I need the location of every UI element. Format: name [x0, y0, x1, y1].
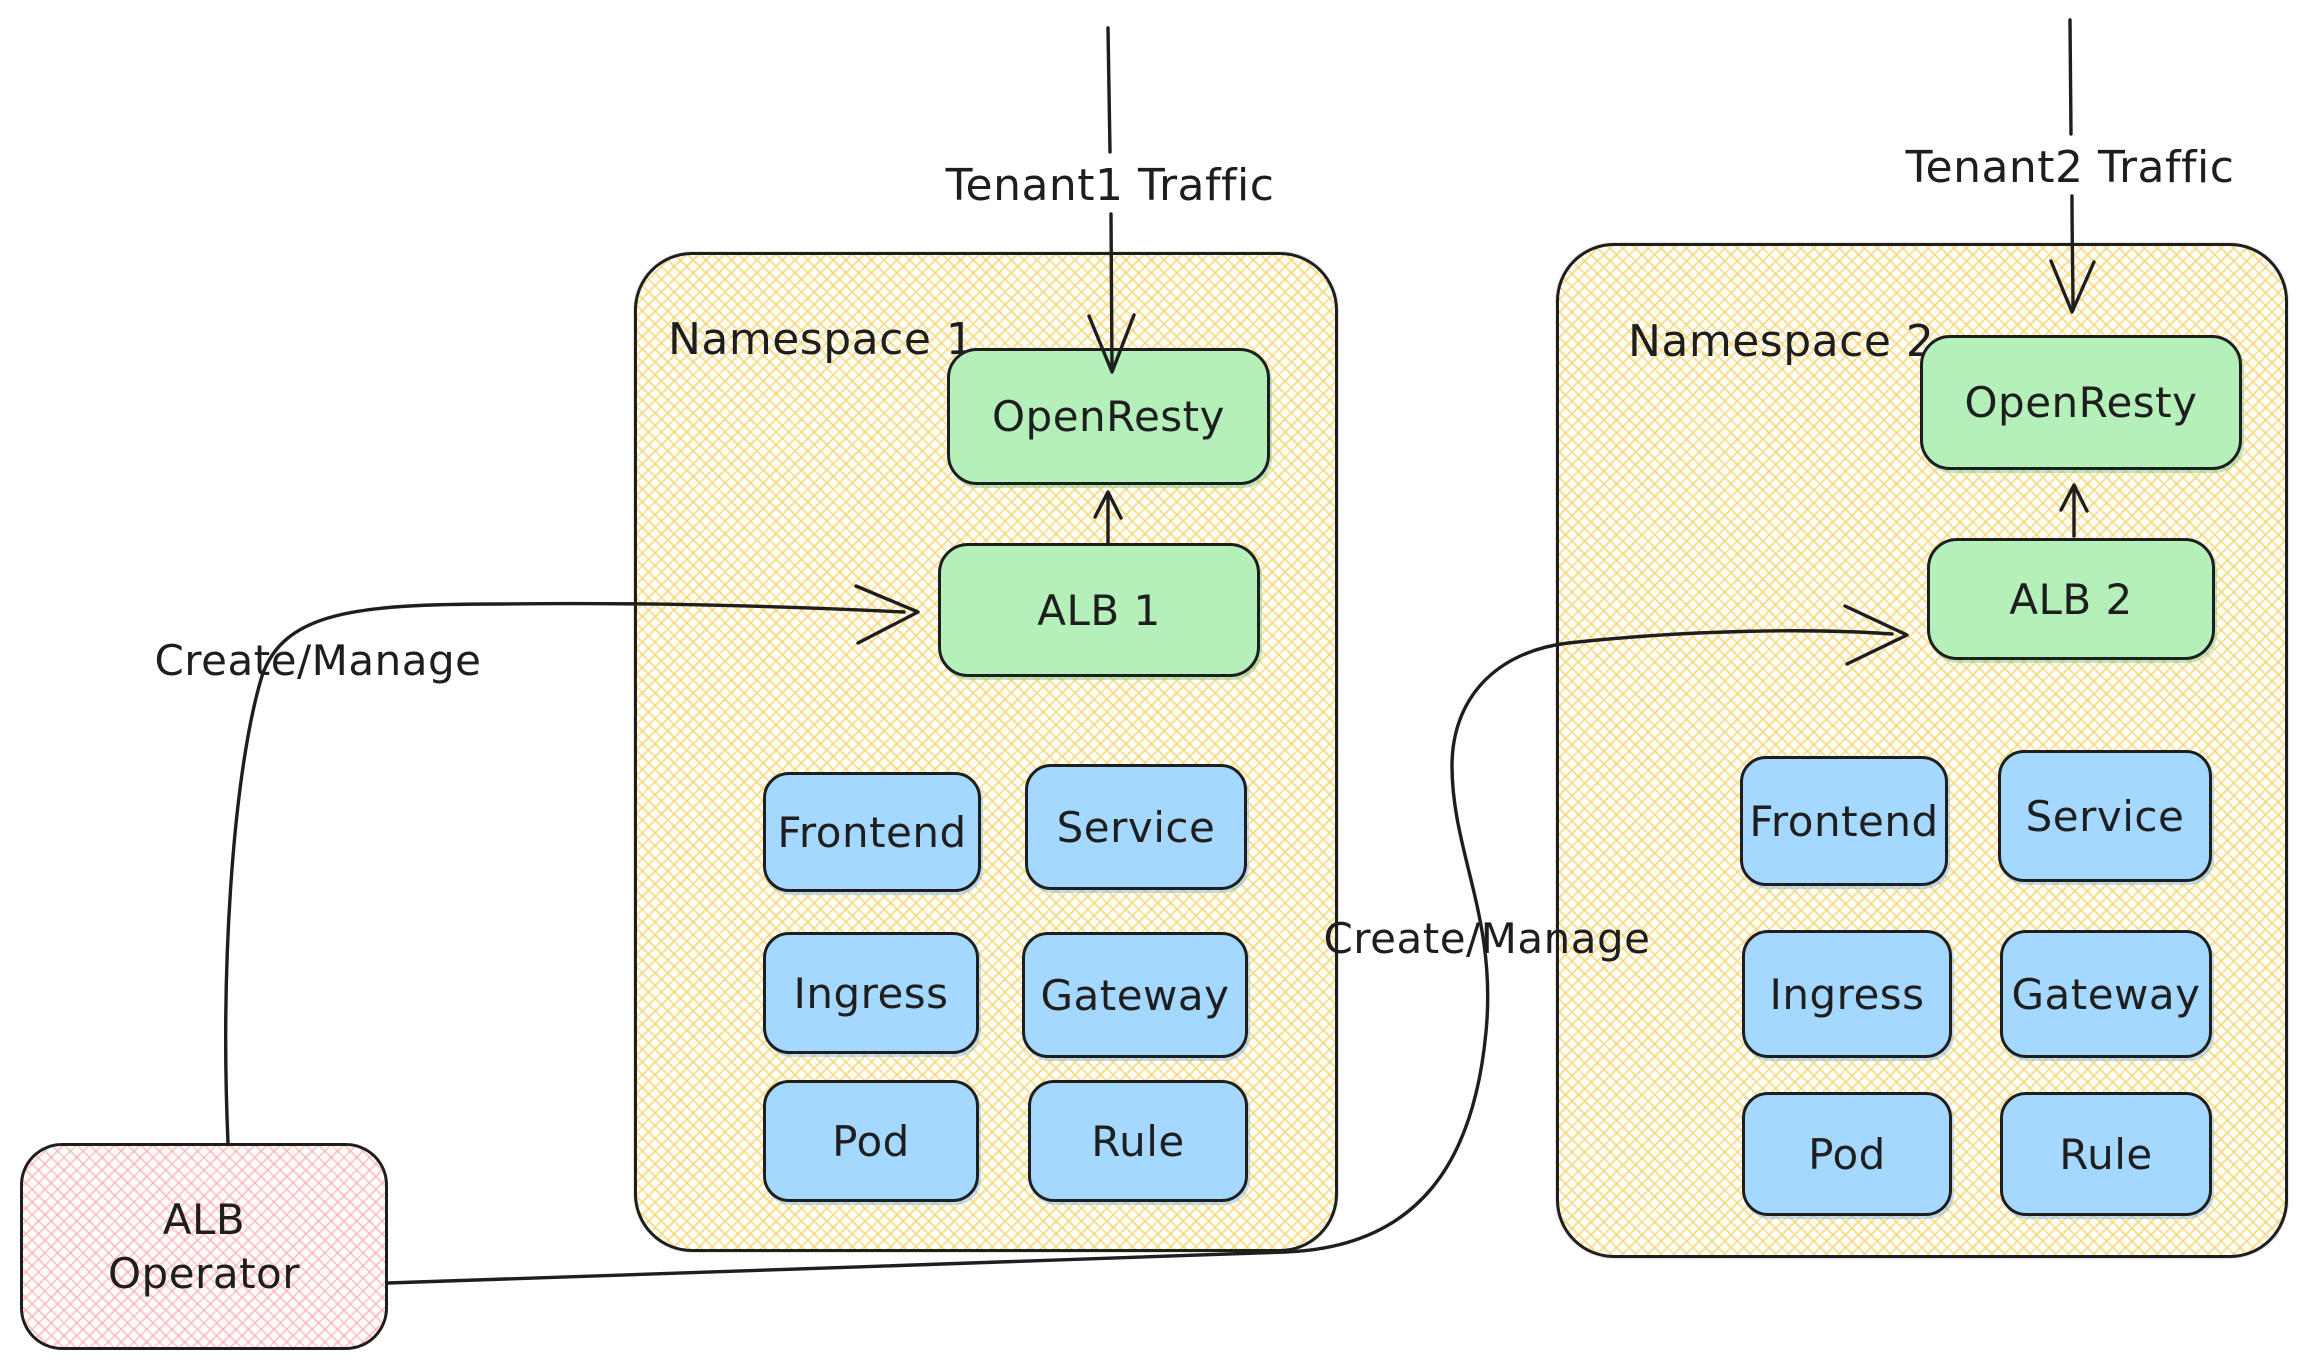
- resource-frontend-ns2: Frontend: [1740, 756, 1948, 886]
- resource-gateway-ns2: Gateway: [2000, 930, 2212, 1058]
- resource-frontend-ns1: Frontend: [763, 772, 981, 892]
- resource-pod-ns2: Pod: [1742, 1092, 1952, 1216]
- resource-pod-ns1: Pod: [763, 1080, 979, 1202]
- tenant1-traffic-label: Tenant1 Traffic: [945, 160, 1275, 211]
- alb2-box: ALB 2: [1927, 538, 2215, 660]
- alb-operator-line2: Operator: [108, 1248, 300, 1298]
- alb-operator-box: ALB Operator: [20, 1143, 388, 1350]
- resource-gateway-ns1: Gateway: [1022, 932, 1248, 1058]
- namespace-1-title: Namespace 1: [668, 314, 975, 365]
- namespace-2-title: Namespace 2: [1628, 316, 1935, 367]
- resource-rule-ns2: Rule: [2000, 1092, 2212, 1216]
- tenant2-traffic-label: Tenant2 Traffic: [1905, 142, 2235, 193]
- openresty-box-ns1: OpenResty: [947, 348, 1270, 485]
- openresty-box-ns2: OpenResty: [1920, 335, 2242, 470]
- resource-ingress-ns2: Ingress: [1742, 930, 1952, 1058]
- create-manage-label-right: Create/Manage: [1323, 914, 1651, 963]
- resource-service-ns2: Service: [1998, 750, 2212, 882]
- resource-rule-ns1: Rule: [1028, 1080, 1248, 1202]
- create-manage-label-left: Create/Manage: [154, 636, 482, 685]
- resource-ingress-ns1: Ingress: [763, 932, 979, 1054]
- alb-operator-line1: ALB: [162, 1194, 246, 1244]
- alb1-box: ALB 1: [938, 543, 1260, 677]
- resource-service-ns1: Service: [1025, 764, 1247, 890]
